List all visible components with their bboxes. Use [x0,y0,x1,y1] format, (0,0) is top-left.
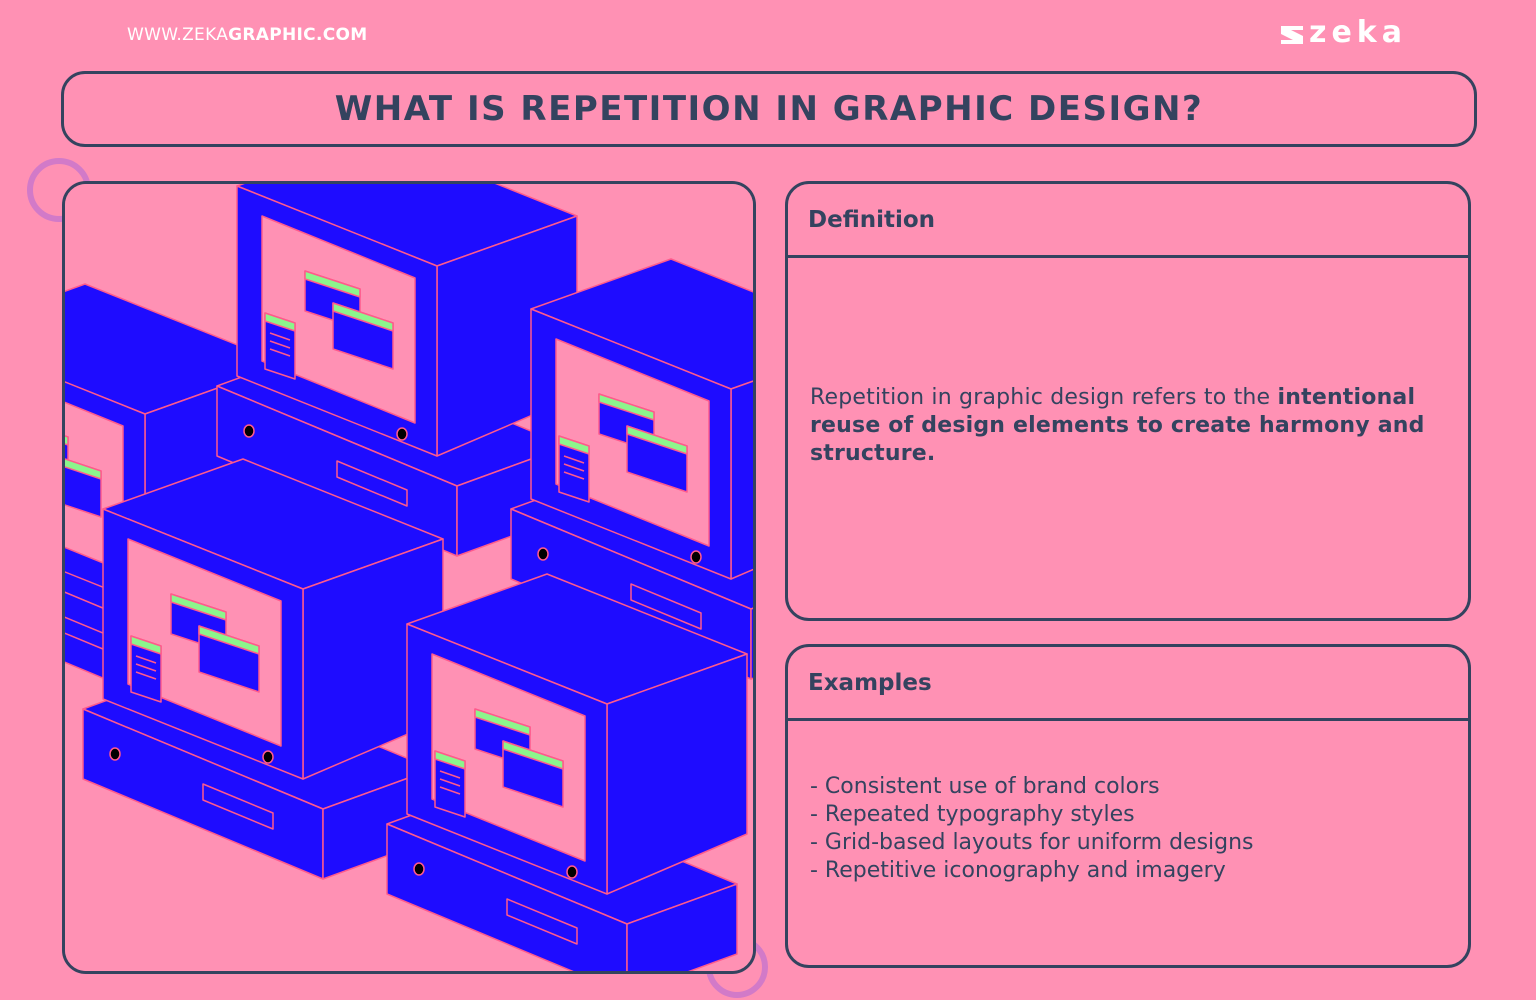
definition-heading: Definition [808,206,936,233]
definition-card: Definition Repetition in graphic design … [785,181,1471,621]
retro-computers-illustration [65,184,753,971]
zeka-logo[interactable]: zeka [1281,15,1408,50]
examples-list: - Consistent use of brand colors - Repea… [810,773,1254,885]
list-item: - Repetitive iconography and imagery [810,858,1226,883]
definition-header: Definition [788,184,1468,258]
list-item: - Consistent use of brand colors [810,774,1160,799]
logo-text: zeka [1309,15,1408,50]
site-url[interactable]: WWW.ZEKAGRAPHIC.COM [127,25,367,45]
list-item: - Repeated typography styles [810,802,1135,827]
site-url-domain: GRAPHIC.COM [228,25,368,45]
examples-card: Examples - Consistent use of brand color… [785,644,1471,968]
examples-heading: Examples [808,669,932,696]
page-title: WHAT IS REPETITION IN GRAPHIC DESIGN? [334,89,1204,129]
definition-text-bold: intentional reuse of design elements to … [810,385,1425,466]
zeka-logo-mark-icon [1281,26,1303,44]
illustration-panel [62,181,756,974]
examples-header: Examples [788,647,1468,721]
site-url-prefix: WWW.ZEKA [127,25,229,45]
list-item: - Grid-based layouts for uniform designs [810,830,1254,855]
title-banner: WHAT IS REPETITION IN GRAPHIC DESIGN? [61,71,1477,147]
definition-text-regular: Repetition in graphic design refers to t… [810,385,1278,410]
definition-text: Repetition in graphic design refers to t… [810,384,1430,468]
